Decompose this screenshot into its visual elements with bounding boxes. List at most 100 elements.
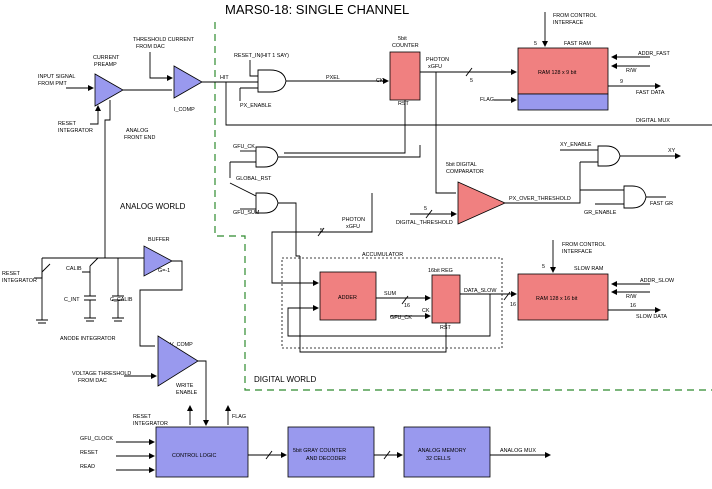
gfu-ck-gate <box>255 146 279 168</box>
reset-integrator-ctrl-label-2: INTEGRATOR <box>133 421 168 427</box>
gray-counter-block <box>287 426 375 478</box>
gate2-out <box>278 202 300 257</box>
counter-rst-label: RST <box>398 101 409 107</box>
px-over-threshold-wire <box>505 190 581 204</box>
bus16-slowdata-label: 16 <box>630 303 636 309</box>
buffer-gain-label: G=-1 <box>158 268 170 274</box>
current-preamp-label-1: CURRENT <box>93 55 120 61</box>
reset-in-label: RESET_IN(HIT 1 SAY) <box>234 53 289 59</box>
counter-block <box>389 51 421 101</box>
fast-gr-and-gate <box>623 185 647 209</box>
feedback-bus <box>287 294 491 337</box>
flag-ctrl-label: FLAG <box>232 414 246 420</box>
pxel-and-gate <box>257 69 287 93</box>
counter-label-1: 5bit <box>398 36 407 42</box>
addr-fast-label: ADDR_FAST <box>638 51 670 57</box>
bus5-photon-label: 5 <box>320 228 323 234</box>
write-enable-label-1: WRITE <box>176 383 194 389</box>
buffer-to-vcomp-wire <box>139 260 183 347</box>
reset-integrator-ctrl-label-1: RESET <box>133 414 152 420</box>
fast-ram-cell-label: RAM 128 x 9 bit <box>538 70 577 76</box>
bus-slash-data <box>503 291 511 301</box>
bus-slash-photon <box>317 227 325 237</box>
gray-counter-label-2: AND DECODER <box>306 456 346 462</box>
buffer-amplifier <box>143 245 173 277</box>
control-logic-label: CONTROL LOGIC <box>172 453 217 459</box>
control-logic-block <box>155 426 249 478</box>
analog-memory-label-2: 32 CELLS <box>426 456 451 462</box>
analog-front-end-label-2: FRONT END <box>124 135 155 141</box>
global-rst-label: GLOBAL_RST <box>236 176 272 182</box>
analog-front-end-label-1: ANALOG <box>126 128 148 134</box>
fast-ram-label: FAST RAM <box>564 41 591 47</box>
fast-ram-flag-row <box>517 93 609 111</box>
data-slow-label: DATA_SLOW <box>464 288 497 294</box>
xy-label: XY <box>668 148 676 154</box>
c-calib-capacitor <box>112 258 124 322</box>
bus5-fastctrl-label: 5 <box>534 41 537 47</box>
rw-fast-label: R/W <box>626 68 637 74</box>
digital-comparator-label-1: 5bit DIGITAL <box>446 162 477 168</box>
threshold-current-label-2: FROM DAC <box>136 44 165 50</box>
bus-slash-gray <box>383 450 391 460</box>
calib-switch <box>82 257 99 273</box>
reset-integrator-preamp-label-1: RESET <box>58 121 77 127</box>
bus5-slowctrl-label: 5 <box>542 264 545 270</box>
current-preamp-label-2: PREAMP <box>94 62 117 68</box>
buffer-label: BUFFER <box>148 237 170 243</box>
reg16-label: 16bit REG <box>428 268 453 274</box>
digital-mux-label: DIGITAL MUX <box>636 118 670 124</box>
preamp-feedback-wire <box>104 100 111 258</box>
photon-xgfu-label-2: xGFU <box>428 64 442 70</box>
reg16-block <box>431 274 461 324</box>
analog-memory-label-1: ANALOG MEMORY <box>418 448 467 454</box>
i-comp-label: I_COMP <box>174 107 195 113</box>
bus9-label: 9 <box>620 79 623 85</box>
reset-ground <box>36 272 48 324</box>
threshold-current-label-1: THRESHOLD CURRENT <box>133 37 195 43</box>
reset-integrator-left-label-2: INTEGRATOR <box>2 278 37 284</box>
pxel-label: PXEL <box>326 75 340 81</box>
adder-label: ADDER <box>338 295 357 301</box>
adder-block <box>319 271 377 321</box>
bus5-fastram-label: 5 <box>470 78 473 84</box>
c-int-capacitor <box>84 272 96 322</box>
global-rst-to-gate2 <box>229 182 257 197</box>
photon-xgfu2-label-1: PHOTON <box>342 217 365 223</box>
flag-fast-label: FLAG <box>480 97 494 103</box>
rw-slow-label: R/W <box>626 294 637 300</box>
from-control-slow-label-2: INTERFACE <box>562 249 593 255</box>
bus-slash-fastram <box>465 67 473 77</box>
gate1-out <box>278 145 421 158</box>
voltage-threshold-label-1: VOLTAGE THRESHOLD <box>72 371 131 377</box>
diagram-title: MARS0-18: SINGLE CHANNEL <box>225 2 409 17</box>
gfu-ck2-label: GFU_CK <box>390 315 412 321</box>
gfu-ck-label: GFU_CK <box>233 144 255 150</box>
c-calib-label: C_CALIB <box>110 297 133 303</box>
from-control-slow-label-1: FROM CONTROL <box>562 242 606 248</box>
xy-and-gate <box>597 145 621 167</box>
reset-label: RESET <box>80 450 99 456</box>
bus16-data-label: 16 <box>510 302 516 308</box>
reset-integrator-preamp-label-2: INTEGRATOR <box>58 128 93 134</box>
from-control-fast-label-1: FROM CONTROL <box>553 13 597 19</box>
gfu-sum-label: GFU_SUM <box>233 210 260 216</box>
accumulator-box <box>281 257 503 349</box>
analog-mux-label: ANALOG MUX <box>500 448 536 454</box>
slow-ram-label: SLOW RAM <box>574 266 604 272</box>
v-comp-comparator <box>157 335 199 387</box>
px-enable-label: PX_ENABLE <box>240 103 272 109</box>
xy-enable-label: XY_ENABLE <box>560 142 592 148</box>
photon-xgfu-label-1: PHOTON <box>426 57 449 63</box>
reset-switch <box>41 258 51 273</box>
fast-data-label: FAST DATA <box>636 90 665 96</box>
i-comp-comparator <box>173 65 203 99</box>
addr-slow-label: ADDR_SLOW <box>640 278 675 284</box>
voltage-threshold-label-2: FROM DAC <box>78 378 107 384</box>
slow-data-label: SLOW DATA <box>636 314 667 320</box>
bus5-threshold-label: 5 <box>424 206 427 212</box>
fast-ram-block <box>517 47 609 95</box>
gfu-sum-gate <box>255 192 279 214</box>
calib-label: CALIB <box>66 266 82 272</box>
